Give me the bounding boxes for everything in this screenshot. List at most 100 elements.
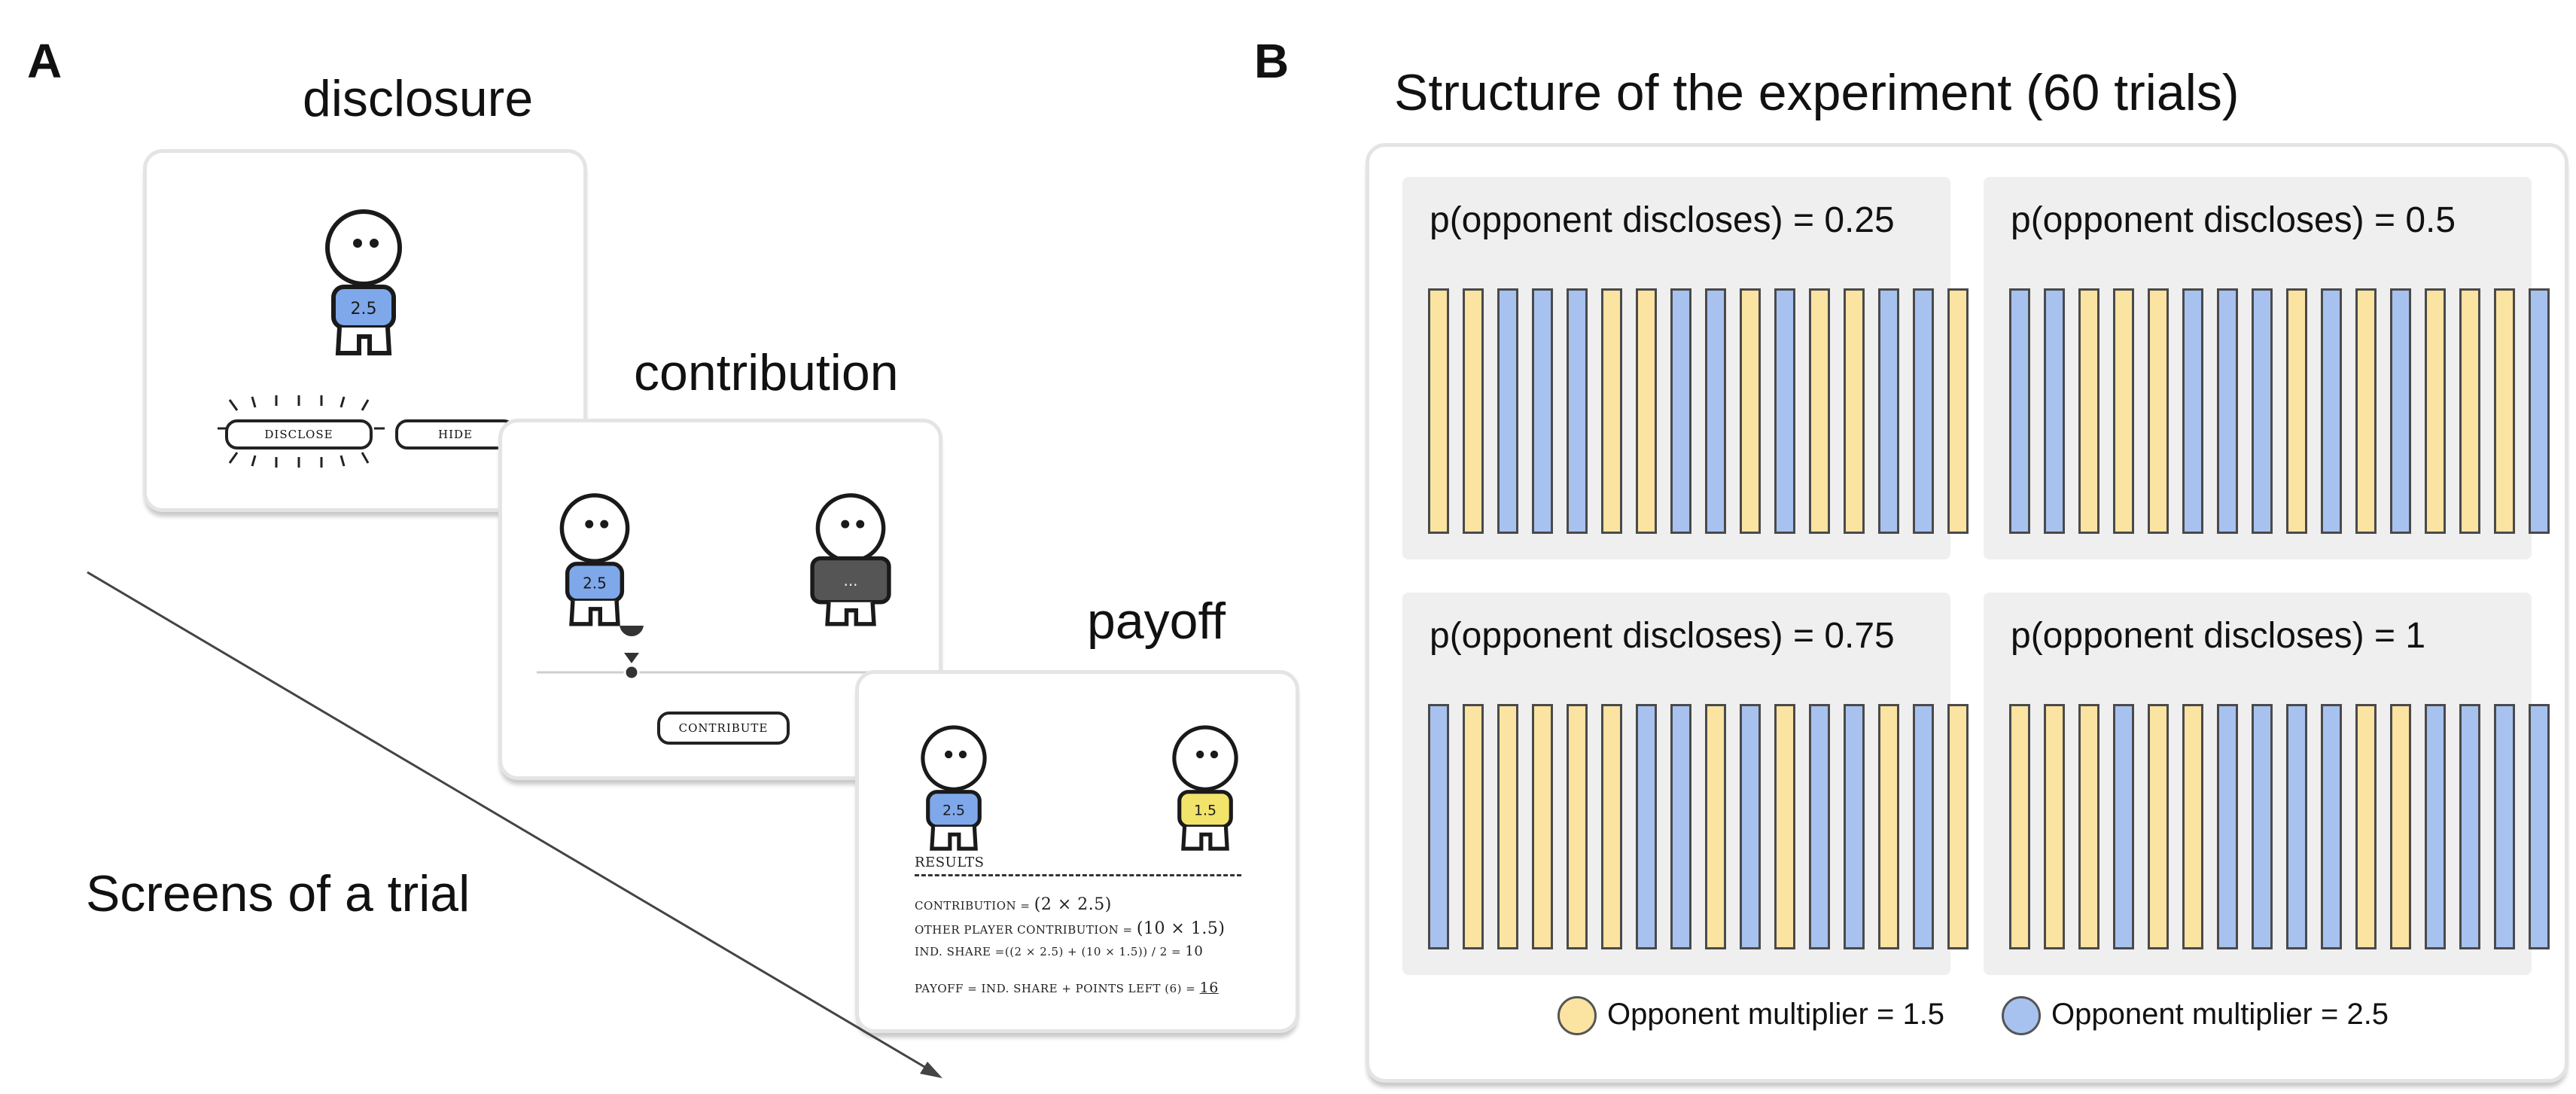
trial-bar-multiplier-2-5 bbox=[2321, 704, 2342, 949]
trial-bar-multiplier-2-5 bbox=[1913, 288, 1934, 534]
trial-bar-multiplier-1-5 bbox=[1705, 704, 1726, 949]
trial-bar-multiplier-1-5 bbox=[2355, 704, 2377, 949]
trial-bar-multiplier-2-5 bbox=[2321, 288, 2342, 534]
contribution-label: CONTRIBUTION = bbox=[915, 899, 1031, 913]
legend-marker-blue bbox=[2002, 996, 2041, 1035]
condition-label: p(opponent discloses) = 0.75 bbox=[1430, 616, 1895, 656]
trial-bar-multiplier-1-5 bbox=[2044, 704, 2065, 949]
trial-bar-multiplier-1-5 bbox=[2182, 704, 2203, 949]
condition-block: p(opponent discloses) = 0.5 bbox=[1984, 177, 2550, 559]
trial-bar-multiplier-1-5 bbox=[1878, 704, 1899, 949]
slider-value: 2 bbox=[628, 635, 635, 650]
trial-bar-multiplier-1-5 bbox=[2148, 288, 2169, 534]
trial-bar-multiplier-2-5 bbox=[1809, 704, 1830, 949]
trial-bar-multiplier-2-5 bbox=[1636, 704, 1657, 949]
opponent-avatar: ... bbox=[810, 493, 891, 626]
payoff-player-badge-text: 2.5 bbox=[942, 803, 965, 819]
trial-bar-multiplier-1-5 bbox=[1601, 288, 1622, 534]
trial-bar-multiplier-1-5 bbox=[2286, 288, 2307, 534]
share-line: IND. SHARE =((2 × 2.5) + (10 × 1.5)) / 2… bbox=[915, 943, 1203, 959]
trial-bar-multiplier-2-5 bbox=[2009, 288, 2030, 534]
results-heading: RESULTS bbox=[915, 855, 985, 870]
trial-bar-multiplier-2-5 bbox=[1532, 288, 1553, 534]
trial-bar-multiplier-2-5 bbox=[2217, 704, 2238, 949]
payoff-value: 16 bbox=[1199, 980, 1219, 996]
trial-bar-multiplier-1-5 bbox=[2078, 288, 2099, 534]
trial-bar-multiplier-2-5 bbox=[1497, 288, 1518, 534]
contribute-button[interactable]: CONTRIBUTE bbox=[657, 712, 790, 745]
results-divider bbox=[915, 874, 1241, 876]
trial-bar-multiplier-2-5 bbox=[2286, 704, 2307, 949]
trial-bar-multiplier-1-5 bbox=[2494, 288, 2515, 534]
highlight-rays bbox=[218, 395, 385, 468]
contribution-title: contribution bbox=[634, 344, 899, 401]
hide-button[interactable]: HIDE bbox=[395, 419, 516, 449]
trial-bar-multiplier-2-5 bbox=[2113, 704, 2134, 949]
trial-bar-multiplier-1-5 bbox=[1636, 288, 1657, 534]
trial-bar-multiplier-1-5 bbox=[2459, 288, 2480, 534]
trial-bar-multiplier-2-5 bbox=[2217, 288, 2238, 534]
legend-label-blue: Opponent multiplier = 2.5 bbox=[2051, 998, 2389, 1031]
time-arrow bbox=[87, 571, 942, 1078]
trial-bar-multiplier-2-5 bbox=[2182, 288, 2203, 534]
legend-label-yellow: Opponent multiplier = 1.5 bbox=[1607, 998, 1945, 1031]
opponent-avatar: 1.5 bbox=[1172, 725, 1238, 851]
trial-bar-multiplier-1-5 bbox=[2148, 704, 2169, 949]
trial-bar-multiplier-2-5 bbox=[1670, 704, 1691, 949]
payoff-opponent-badge-text: 1.5 bbox=[1194, 803, 1216, 819]
trial-bar-multiplier-1-5 bbox=[2078, 704, 2099, 949]
trial-bar-multiplier-2-5 bbox=[2252, 704, 2273, 949]
condition-block: p(opponent discloses) = 1 bbox=[1984, 593, 2550, 975]
condition-block: p(opponent discloses) = 0.75 bbox=[1402, 593, 1969, 975]
trial-bar-multiplier-2-5 bbox=[1878, 288, 1899, 534]
trial-bar-multiplier-1-5 bbox=[1428, 288, 1449, 534]
player-avatar: 2.5 bbox=[921, 725, 987, 851]
trial-bar-multiplier-2-5 bbox=[1740, 704, 1761, 949]
screens-of-trial-label: Screens of a trial bbox=[86, 865, 470, 922]
contribution-value: (2 × 2.5) bbox=[1034, 895, 1112, 914]
trial-bar-multiplier-2-5 bbox=[1774, 288, 1795, 534]
trial-bar-multiplier-2-5 bbox=[2529, 704, 2550, 949]
share-label: IND. SHARE =((2 × 2.5) + (10 × 1.5)) / 2… bbox=[915, 945, 1182, 958]
condition-label: p(opponent discloses) = 0.25 bbox=[1430, 200, 1895, 240]
trial-bar-multiplier-1-5 bbox=[2113, 288, 2134, 534]
trial-bar-multiplier-1-5 bbox=[1947, 704, 1969, 949]
trial-bar-multiplier-2-5 bbox=[2390, 288, 2411, 534]
condition-block: p(opponent discloses) = 0.25 bbox=[1402, 177, 1969, 559]
trial-bar-multiplier-2-5 bbox=[1844, 704, 1865, 949]
trial-bar-multiplier-2-5 bbox=[1670, 288, 1691, 534]
payoff-title: payoff bbox=[1087, 593, 1226, 650]
legend-marker-yellow bbox=[1557, 996, 1597, 1035]
contribution-player-badge-text: 2.5 bbox=[583, 574, 607, 593]
trial-bar-multiplier-1-5 bbox=[1947, 288, 1969, 534]
other-contribution-line: OTHER PLAYER CONTRIBUTION = (10 × 1.5) bbox=[915, 919, 1225, 938]
share-value: 10 bbox=[1185, 943, 1204, 959]
trial-bar-multiplier-2-5 bbox=[1567, 288, 1588, 534]
trial-bar-multiplier-2-5 bbox=[2252, 288, 2273, 534]
trial-bar-multiplier-1-5 bbox=[2390, 704, 2411, 949]
trial-bar-multiplier-2-5 bbox=[2044, 288, 2065, 534]
condition-label: p(opponent discloses) = 1 bbox=[2011, 616, 2426, 656]
trial-bar-multiplier-1-5 bbox=[1774, 704, 1795, 949]
other-contribution-label: OTHER PLAYER CONTRIBUTION = bbox=[915, 923, 1133, 937]
disclose-button[interactable]: DISCLOSE bbox=[225, 419, 373, 449]
trial-bar-multiplier-1-5 bbox=[1497, 704, 1518, 949]
experiment-structure-box: p(opponent discloses) = 0.25 p(opponent d… bbox=[1366, 143, 2568, 1083]
contribution-line: CONTRIBUTION = (2 × 2.5) bbox=[915, 895, 1112, 914]
trial-bar-multiplier-2-5 bbox=[1428, 704, 1449, 949]
disclosure-screen: 2.5 DISCLOSE HIDE bbox=[143, 149, 587, 512]
trial-bar-multiplier-1-5 bbox=[1532, 704, 1553, 949]
trial-bar-multiplier-1-5 bbox=[2355, 288, 2377, 534]
trial-bar-multiplier-2-5 bbox=[2459, 704, 2480, 949]
trial-bar-multiplier-2-5 bbox=[1705, 288, 1726, 534]
condition-label: p(opponent discloses) = 0.5 bbox=[2011, 200, 2456, 240]
player-avatar: 2.5 bbox=[325, 209, 402, 355]
trial-bar-multiplier-2-5 bbox=[2529, 288, 2550, 534]
trial-bar-multiplier-1-5 bbox=[1601, 704, 1622, 949]
experiment-structure-title: Structure of the experiment (60 trials) bbox=[1394, 64, 2240, 121]
contribution-slider[interactable]: 2 bbox=[537, 626, 913, 686]
panel-a-letter: A bbox=[27, 34, 62, 88]
contribution-opponent-badge-text: ... bbox=[843, 571, 857, 590]
trial-bar-multiplier-1-5 bbox=[1463, 288, 1484, 534]
trial-bar-multiplier-2-5 bbox=[2425, 704, 2446, 949]
